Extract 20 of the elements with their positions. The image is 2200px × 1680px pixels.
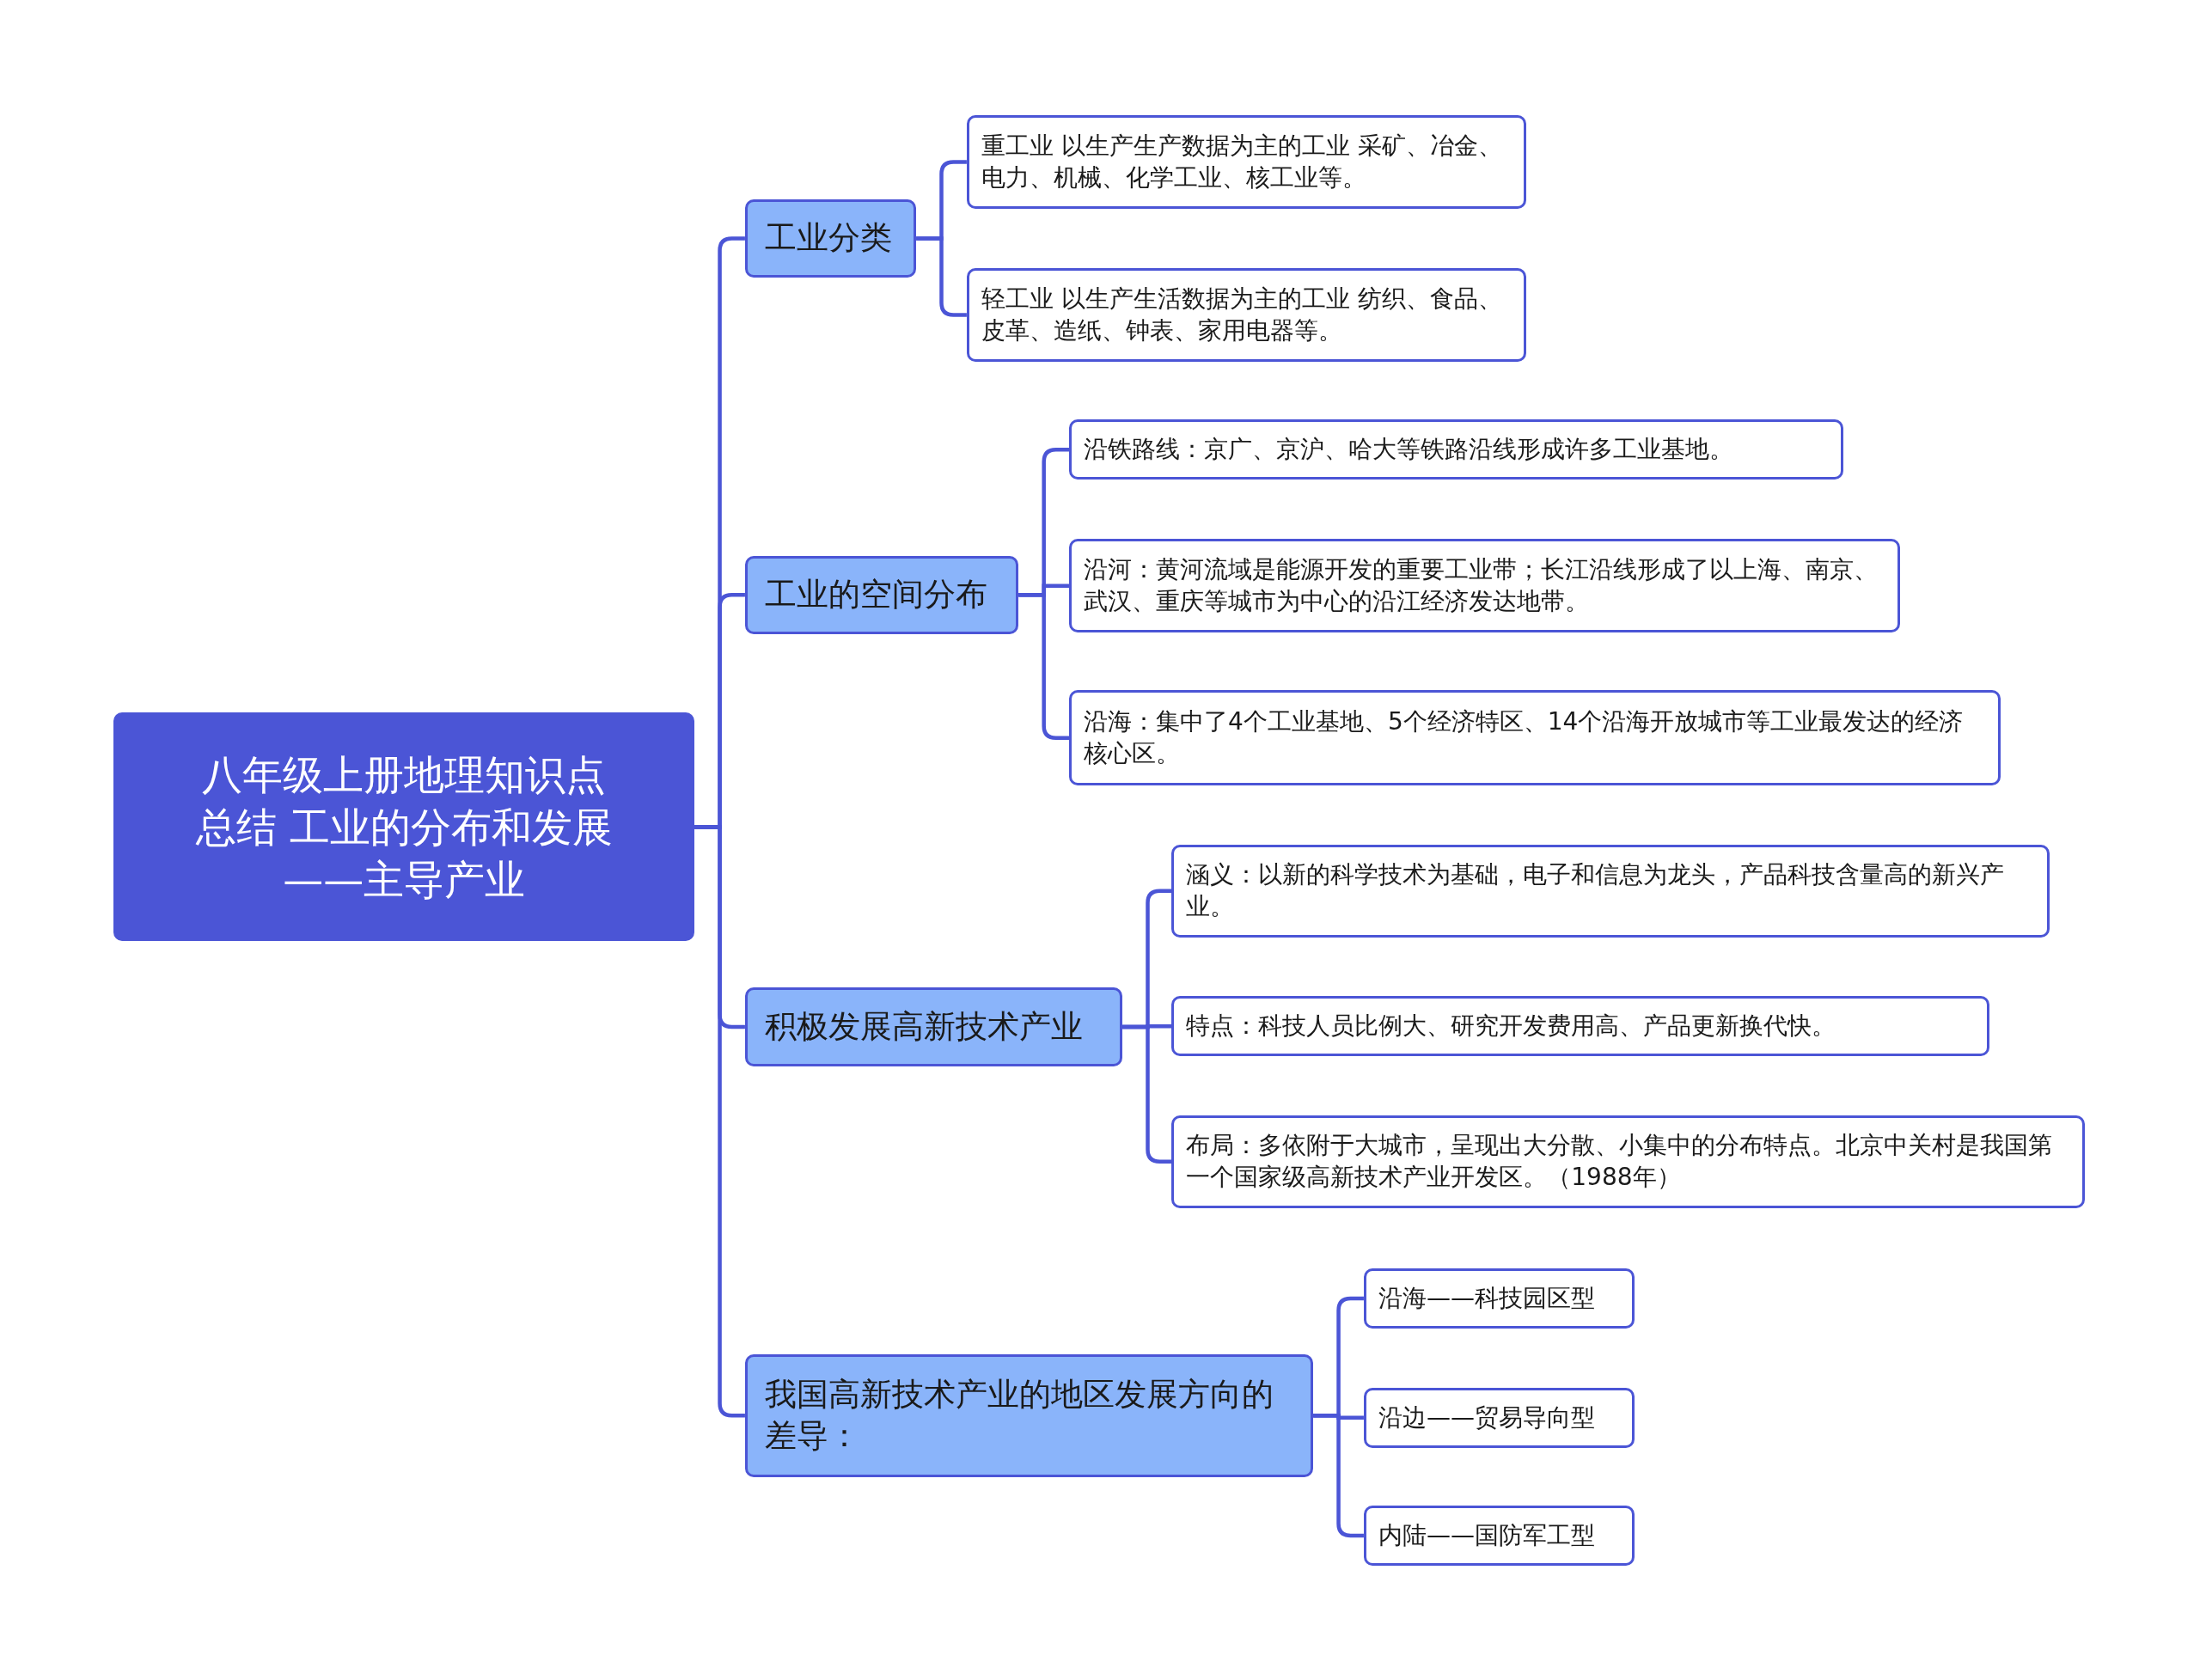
subtopic-box: 沿海——科技园区型	[1363, 1268, 1635, 1329]
subtopic-box: 内陆——国防军工型	[1363, 1505, 1635, 1567]
subtopic-box: 涵义：以新的科学技术为基础，电子和信息为龙头，产品科技含量高的新兴产业。	[1171, 844, 2050, 938]
subtopic-box: 布局：多依附于大城市，呈现出大分散、小集中的分布特点。北京中关村是我国第一个国家级高新技术产业开发区。（1988年）	[1171, 1115, 2086, 1208]
connector-line	[1018, 593, 1070, 741]
connector-line	[916, 236, 967, 317]
topic-box: 积极发展高新技术产业	[744, 987, 1123, 1066]
subtopic-box: 重工业 以生产生产数据为主的工业 采矿、冶金、电力、机械、化学工业、核工业等。	[966, 114, 1527, 210]
subtopic-box: 沿海：集中了4个工业基地、5个经济特区、14个沿海开放城市等工业最发达的经济核心区。	[1069, 690, 2001, 786]
subtopic-box: 沿河：黄河流域是能源开发的重要工业带；长江沿线形成了以上海、南京、武汉、重庆等城市为中心的沿江经济发达地带。	[1069, 538, 1900, 633]
subtopic-box: 特点：科技人员比例大、研究开发费用高、产品更新换代快。	[1171, 996, 1990, 1057]
connector-line	[1313, 1414, 1364, 1538]
subtopic-box: 沿边——贸易导向型	[1363, 1387, 1635, 1448]
topic-box: 我国高新技术产业的地区发展方向的差导：	[744, 1353, 1314, 1478]
subtopic-box: 沿铁路线：京广、京沪、哈大等铁路沿线形成许多工业基地。	[1069, 419, 1844, 480]
root-topic-box: 八年级上册地理知识点总结 工业的分布和发展——主导产业	[113, 712, 695, 942]
topic-box: 工业的空间分布	[744, 555, 1019, 634]
subtopic-box: 轻工业 以生产生活数据为主的工业 纺织、食品、皮革、造纸、钟表、家用电器等。	[966, 267, 1527, 363]
topic-box: 工业分类	[744, 199, 917, 278]
connector-line	[1122, 1024, 1172, 1164]
